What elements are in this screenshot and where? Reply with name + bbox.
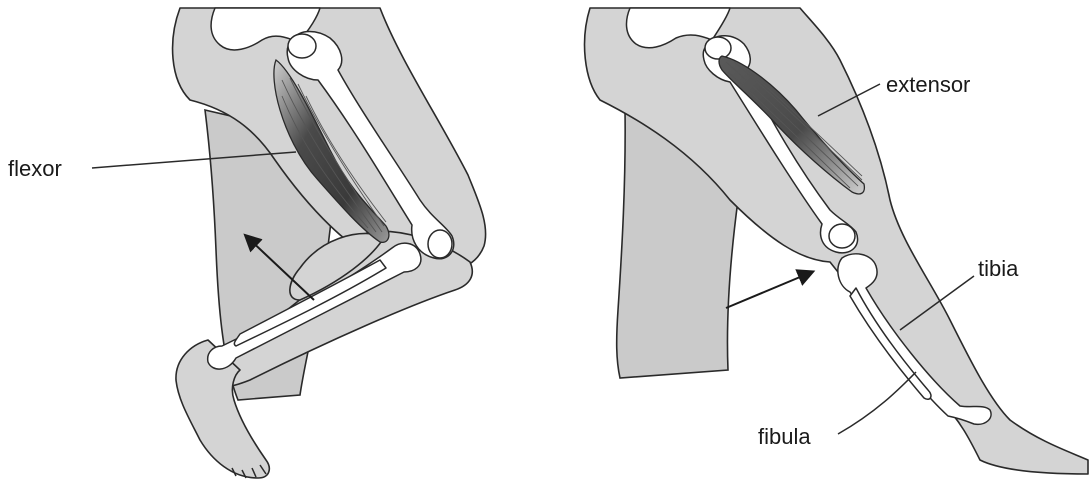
kneecap-right xyxy=(829,224,855,248)
bent-leg-figure: flexor xyxy=(8,8,486,478)
kneecap xyxy=(428,230,452,258)
extension-arrow xyxy=(726,272,812,308)
extensor-label: extensor xyxy=(886,72,970,97)
tibia-label: tibia xyxy=(978,256,1019,281)
femur-head xyxy=(288,34,316,58)
fibula-leader-line xyxy=(838,372,916,434)
fibula-label: fibula xyxy=(758,424,811,449)
flexor-label: flexor xyxy=(8,156,62,181)
femur-head-right xyxy=(705,37,731,59)
extended-leg-figure: extensor tibia fibula xyxy=(585,8,1088,474)
